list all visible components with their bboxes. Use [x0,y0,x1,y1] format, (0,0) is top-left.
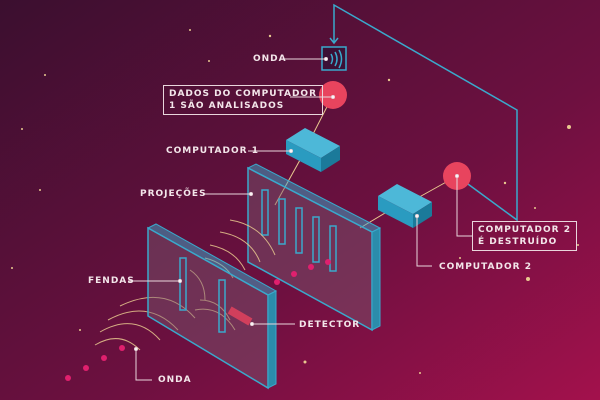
label-detector: DETECTOR [299,320,361,330]
wave-sensor-icon [321,46,347,71]
label-dados-analisados: DADOS DO COMPUTADOR 1 SÃO ANALISADOS [163,85,324,115]
label-dados-line2: 1 SÃO ANALISADOS [169,101,285,111]
label-computador-1: COMPUTADOR 1 [166,146,259,156]
stars [11,29,579,374]
computer-2 [378,184,432,228]
leader-lines [128,57,472,381]
label-computador-2: COMPUTADOR 2 [439,262,532,272]
label-dados-line1: DADOS DO COMPUTADOR [169,89,318,99]
label-onda-bottom: ONDA [158,375,192,385]
projection-screen [246,163,382,332]
computer-1 [286,128,340,172]
signal-wire [329,3,518,222]
slit-plate [146,223,278,390]
label-destruido-line1: COMPUTADOR 2 [478,225,571,235]
label-destruido-line2: É DESTRUÍDO [478,237,558,247]
wave-arcs [94,219,276,351]
label-projecoes: PROJEÇÕES [140,189,207,199]
label-onda-top: ONDA [253,54,287,64]
label-fendas: FENDAS [88,276,135,286]
particle-dots [65,259,331,381]
detector [227,306,253,326]
label-computador-2-destruido: COMPUTADOR 2 É DESTRUÍDO [472,221,577,251]
